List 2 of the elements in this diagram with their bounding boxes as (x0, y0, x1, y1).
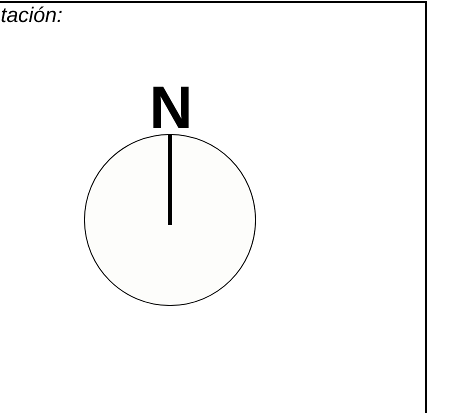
north-label: N (153, 86, 189, 128)
heading: tación: (2, 6, 62, 22)
